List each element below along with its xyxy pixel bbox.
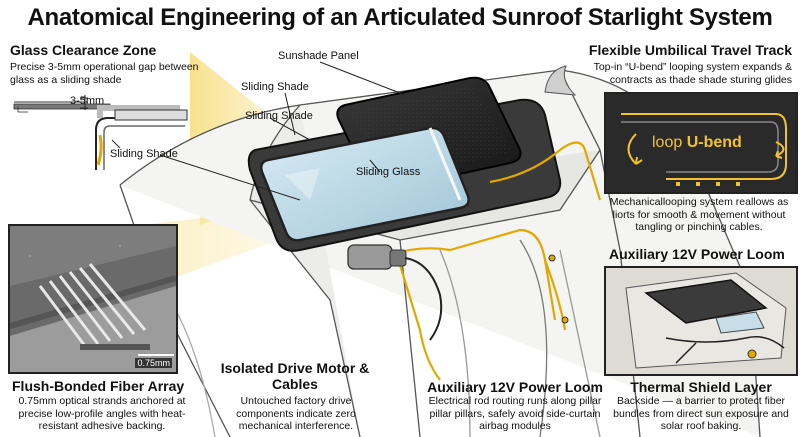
motor-heading: Isolated Drive Motor & Cables: [220, 360, 370, 392]
loop-label: loop: [652, 134, 683, 151]
gap-dimension-label: 3-5mm: [70, 95, 105, 107]
sliding-shade-label-2: Sliding Shade: [245, 110, 313, 122]
umbilical-desc: Top-in “U-bend” looping system expands &…: [593, 61, 792, 86]
sunroof-assembly: [247, 76, 562, 252]
aux-power-heading-bottom: Auxiliary 12V Power Loom: [427, 379, 603, 395]
fiber-array-desc: 0.75mm optical strands anchored at preci…: [18, 395, 186, 432]
umbilical-heading: Flexible Umbilical Travel Track: [588, 42, 792, 58]
thermal-desc: Backside — a barrier to protect fiber bu…: [613, 395, 789, 432]
page-title: Anatomical Engineering of an Articulated…: [27, 4, 773, 31]
aux-power-desc-bottom: Electrical rod routing runs along pillar…: [428, 395, 602, 432]
u-bend-inset: loop U-bend: [604, 92, 798, 194]
u-bend-loop-drawing: [621, 113, 787, 186]
motor-desc: Untouched factory drive components indic…: [236, 395, 356, 432]
u-bend-label: U-bend: [686, 134, 742, 151]
fiber-array-heading: Flush-Bonded Fiber Array: [12, 378, 185, 394]
sunshade-panel-label: Sunshade Panel: [278, 50, 359, 62]
sliding-glass-label: Sliding Glass: [356, 166, 421, 178]
fiber-array-inset: 0.75mm: [8, 224, 178, 374]
inset-sliding-shade-label: Sliding Shade: [110, 148, 178, 160]
aux-power-heading-top: Auxiliary 12V Power Loom: [609, 246, 785, 262]
glass-clearance-desc: Precise 3-5mm operational gap between gl…: [10, 61, 199, 86]
cable-routing: [389, 141, 602, 381]
u-bend-text: loop U-bend: [652, 134, 742, 152]
thermal-heading: Thermal Shield Layer: [630, 379, 772, 395]
sliding-shade-label: Sliding Shade: [241, 81, 309, 93]
drive-motor-illustration: [347, 244, 443, 341]
antenna: [544, 65, 577, 96]
leader-lines: [159, 61, 406, 201]
glass-clearance-heading: Glass Clearance Zone: [10, 42, 157, 58]
umbilical-desc-2: Mechanicallooping system reallows as lio…: [609, 196, 789, 233]
power-loom-inset: [604, 266, 798, 376]
fiber-array-drawing: [10, 226, 176, 372]
headliner-drawing: [625, 272, 787, 369]
scale-bar-label: 0.75mm: [135, 358, 172, 368]
